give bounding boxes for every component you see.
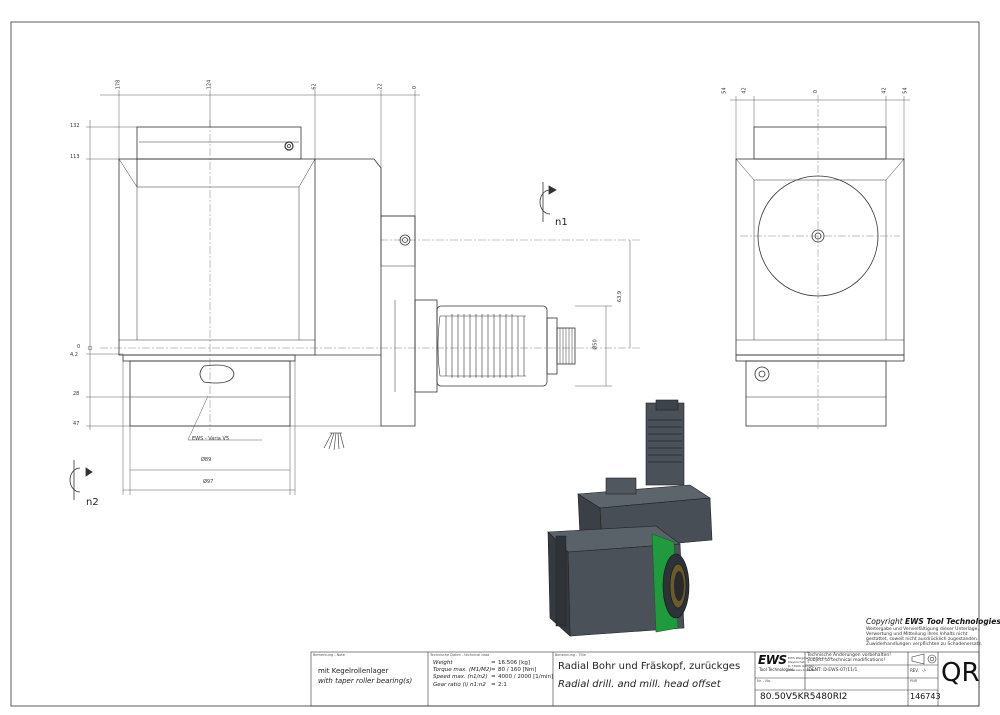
ews-logo: EWS	[758, 653, 787, 667]
dim-side-54-left: 54	[721, 87, 728, 94]
qr-label: QR	[941, 658, 980, 688]
front-top-block	[136, 126, 302, 160]
pnr-label: PNR	[910, 679, 918, 683]
dim-4-2: 4,2	[70, 352, 78, 358]
tech-data-table: Weight=16.506 [kg] Torque max. (M1/M2)=8…	[433, 660, 553, 689]
dim-63-9: 63,9	[617, 290, 624, 303]
tech-row: Weight=16.506 [kg]	[433, 660, 530, 666]
pnr-number: 146743	[910, 692, 941, 701]
n2-label: n2	[86, 497, 99, 508]
dim-124: 124	[206, 79, 213, 90]
front-flange	[380, 215, 416, 427]
ident-code: IDENT: D-EWS-07/11/1	[807, 668, 858, 673]
side-base	[745, 360, 887, 427]
dim-side-54-right: 54	[902, 87, 909, 94]
isometric-render	[547, 399, 713, 637]
rev-value: -/-	[922, 668, 927, 673]
front-housing	[118, 158, 316, 356]
note-en: with taper roller bearing(s)	[318, 677, 413, 685]
modification-en: Subject to technical modifications!	[807, 658, 886, 663]
dim-62: 62	[311, 83, 318, 90]
company-address: EWS Weigele GmbH & Co. KG Maybachstr. 1 …	[788, 656, 833, 672]
side-dimension-lines	[730, 96, 910, 159]
dim-dia-50: Ø50	[592, 339, 599, 350]
rev-label: REV.	[910, 668, 919, 673]
title-header: Benennung - Title	[555, 653, 587, 657]
dim-side-42-left: 42	[741, 87, 748, 94]
dim-side-42-right: 42	[881, 87, 888, 94]
tech-row: Gear ratio (i) n1:n2=2:1	[433, 681, 507, 688]
part-number: 80.50V5KR5480RI2	[760, 692, 848, 702]
dim-side-0: 0	[813, 89, 820, 94]
n1-label: n1	[555, 217, 568, 228]
dim-0-top: 0	[412, 85, 419, 90]
title-block-frame	[310, 651, 980, 707]
modification-de: Technische Änderungen vorbehalten!	[807, 653, 892, 658]
front-spindle-body	[436, 305, 548, 387]
tech-row: Torque max. (M1/M2)=80 / 160 [Nm]	[433, 667, 537, 674]
dim-113: 113	[70, 154, 80, 160]
dim-28: 28	[73, 391, 80, 397]
drawing-title-en: Radial drill. and mill. head offset	[558, 679, 721, 690]
note-header: Bemerkung - Note	[313, 653, 345, 657]
dim-132: 132	[70, 123, 80, 129]
drawing-title-de: Radial Bohr und Fräskopf, zurückges	[558, 661, 741, 672]
copyright-prefix: Copyright	[866, 617, 906, 626]
dim-22: 22	[377, 83, 384, 90]
dim-178: 178	[115, 79, 122, 90]
copyright-brand: EWS Tool Technologies	[905, 617, 1000, 626]
copyright-line: Zuwiderhandlungen verpflichten zu Schade…	[866, 642, 983, 647]
copyright-line: gestattet, soweit nicht ausdrücklich zug…	[866, 637, 979, 642]
front-dimension-lines	[86, 90, 631, 495]
sheet-border	[10, 21, 980, 707]
ews-logo-sub: Tool Technologies	[759, 667, 794, 672]
varia-label: EWS - Varia V5	[192, 436, 230, 442]
dim-dia-97: Ø97	[203, 479, 214, 485]
side-view	[735, 95, 905, 430]
tech-row: Speed max. (n1/n2)=4000 / 2000 [1/min]	[433, 674, 554, 681]
no-label: Nr. - No.	[757, 679, 772, 683]
side-top-block	[753, 126, 887, 160]
projection-symbol	[911, 653, 937, 665]
side-housing	[735, 158, 905, 356]
front-view	[100, 120, 640, 451]
copyright-line: Verwertung und Mitteilung ihres Inhalts …	[866, 632, 968, 637]
copyright-line: Weitergabe und Vervielfältigung dieser U…	[866, 627, 979, 632]
dim-47: 47	[73, 421, 80, 427]
tech-header: Technische Daten - technical data	[430, 653, 490, 657]
rotation-symbols	[69, 182, 557, 500]
note-de: mit Kegelrollenlager	[318, 667, 389, 675]
dim-0-left: 0	[77, 344, 81, 350]
dim-dia-89: Ø89	[201, 457, 212, 463]
copyright-block: Copyright EWS Tool Technologies Weiterga…	[866, 617, 1000, 647]
